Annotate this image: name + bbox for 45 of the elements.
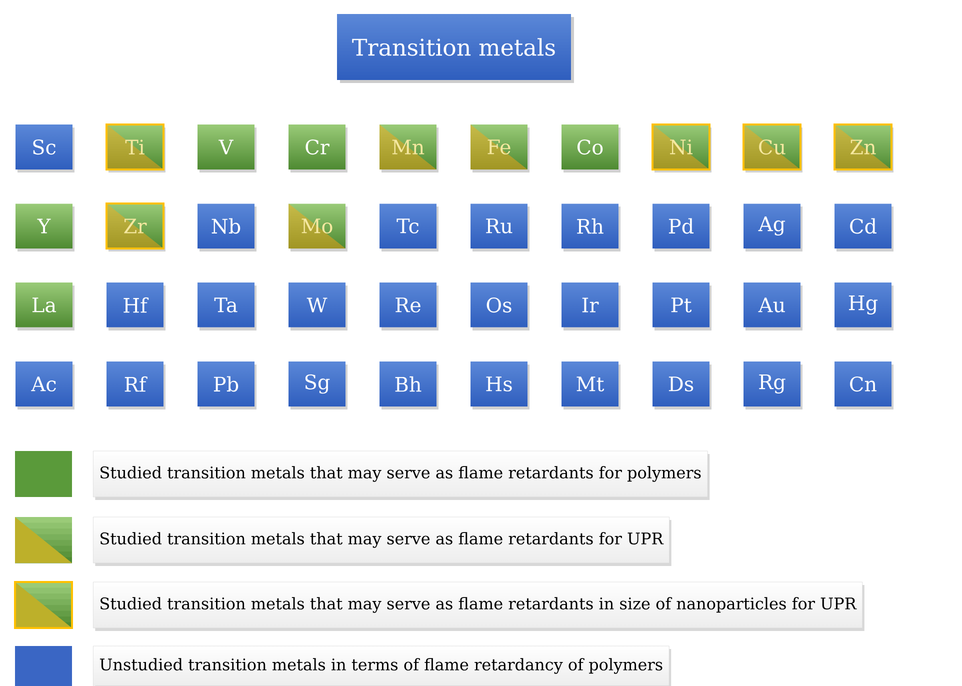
element-tile: Rg — [744, 362, 802, 410]
legend-label: Studied transition metals that may serve as flame retardants for UPR — [93, 516, 672, 566]
element-tile: Cu — [742, 124, 802, 172]
legend-label: Studied transition metals that may serve as flame retardants for polymers — [93, 450, 710, 500]
element-tile: Pt — [652, 282, 712, 330]
element-tile: Bh — [380, 362, 438, 410]
element-tile: Rh — [562, 204, 620, 252]
element-tile: Cr — [288, 124, 348, 172]
element-tile: Ru — [470, 204, 530, 252]
element-tile: Sc — [16, 124, 74, 172]
element-tile: Ni — [652, 124, 712, 172]
element-tile: V — [198, 124, 256, 172]
element-tile: Hg — [834, 282, 894, 330]
element-tile: Ta — [198, 282, 256, 330]
element-tile: Pb — [198, 362, 256, 410]
element-tile: Ti — [106, 124, 166, 172]
element-tile: Ag — [744, 204, 802, 252]
legend-label: Studied transition metals that may serve as flame retardants in size of nanoparticles for UPR — [93, 582, 864, 631]
element-tile: Y — [16, 204, 74, 252]
element-tile: Re — [380, 282, 438, 330]
element-tile: W — [288, 282, 348, 330]
element-tile: Fe — [470, 124, 530, 172]
element-tile: Zn — [834, 124, 894, 172]
element-tile: Ds — [652, 362, 712, 410]
element-tile: Cn — [834, 362, 894, 410]
element-tile: Cd — [834, 204, 894, 252]
element-tile: Zr — [106, 202, 166, 252]
element-tile: Hf — [106, 282, 166, 330]
element-tile: Au — [744, 282, 802, 330]
element-tile: Co — [562, 124, 620, 172]
element-tile: Ac — [16, 362, 74, 410]
element-tile: Os — [470, 282, 530, 330]
element-tile: Pd — [652, 204, 712, 252]
element-tile: Ir — [562, 282, 620, 330]
element-tile: Rf — [106, 362, 166, 410]
element-tile: Mo — [288, 204, 348, 252]
element-tile: Nb — [198, 204, 256, 252]
element-tile: Hs — [470, 362, 530, 410]
element-tile: Sg — [288, 362, 348, 410]
legend-label: Unstudied transition metals in terms of flame retardancy of polymers — [93, 646, 672, 686]
title-box: Transition metals — [337, 14, 574, 83]
element-tile: La — [16, 282, 74, 330]
element-tile: Tc — [380, 204, 438, 252]
element-tile: Mn — [380, 124, 438, 172]
element-tile: Mt — [562, 362, 620, 410]
